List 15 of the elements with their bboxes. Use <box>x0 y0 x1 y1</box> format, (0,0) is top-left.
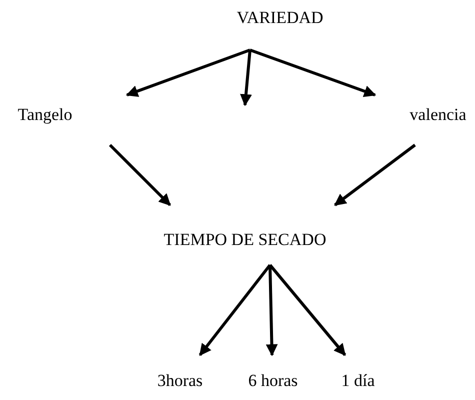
arrow <box>250 48 376 97</box>
arrow <box>126 48 251 97</box>
arrow <box>198 264 272 356</box>
node-label: VARIEDAD <box>236 8 324 28</box>
node-label: 3horas <box>157 370 203 392</box>
node-label: 1 día <box>341 370 375 392</box>
node-label: valencia <box>410 104 466 126</box>
node-label: Tangelo <box>18 104 72 126</box>
node-label: 6 horas <box>248 370 298 392</box>
arrow <box>240 50 252 106</box>
arrow <box>266 264 278 356</box>
arrow <box>108 144 172 206</box>
node-label: TIEMPO DE SECADO <box>164 230 326 250</box>
arrow <box>268 264 346 356</box>
arrow <box>334 144 416 206</box>
